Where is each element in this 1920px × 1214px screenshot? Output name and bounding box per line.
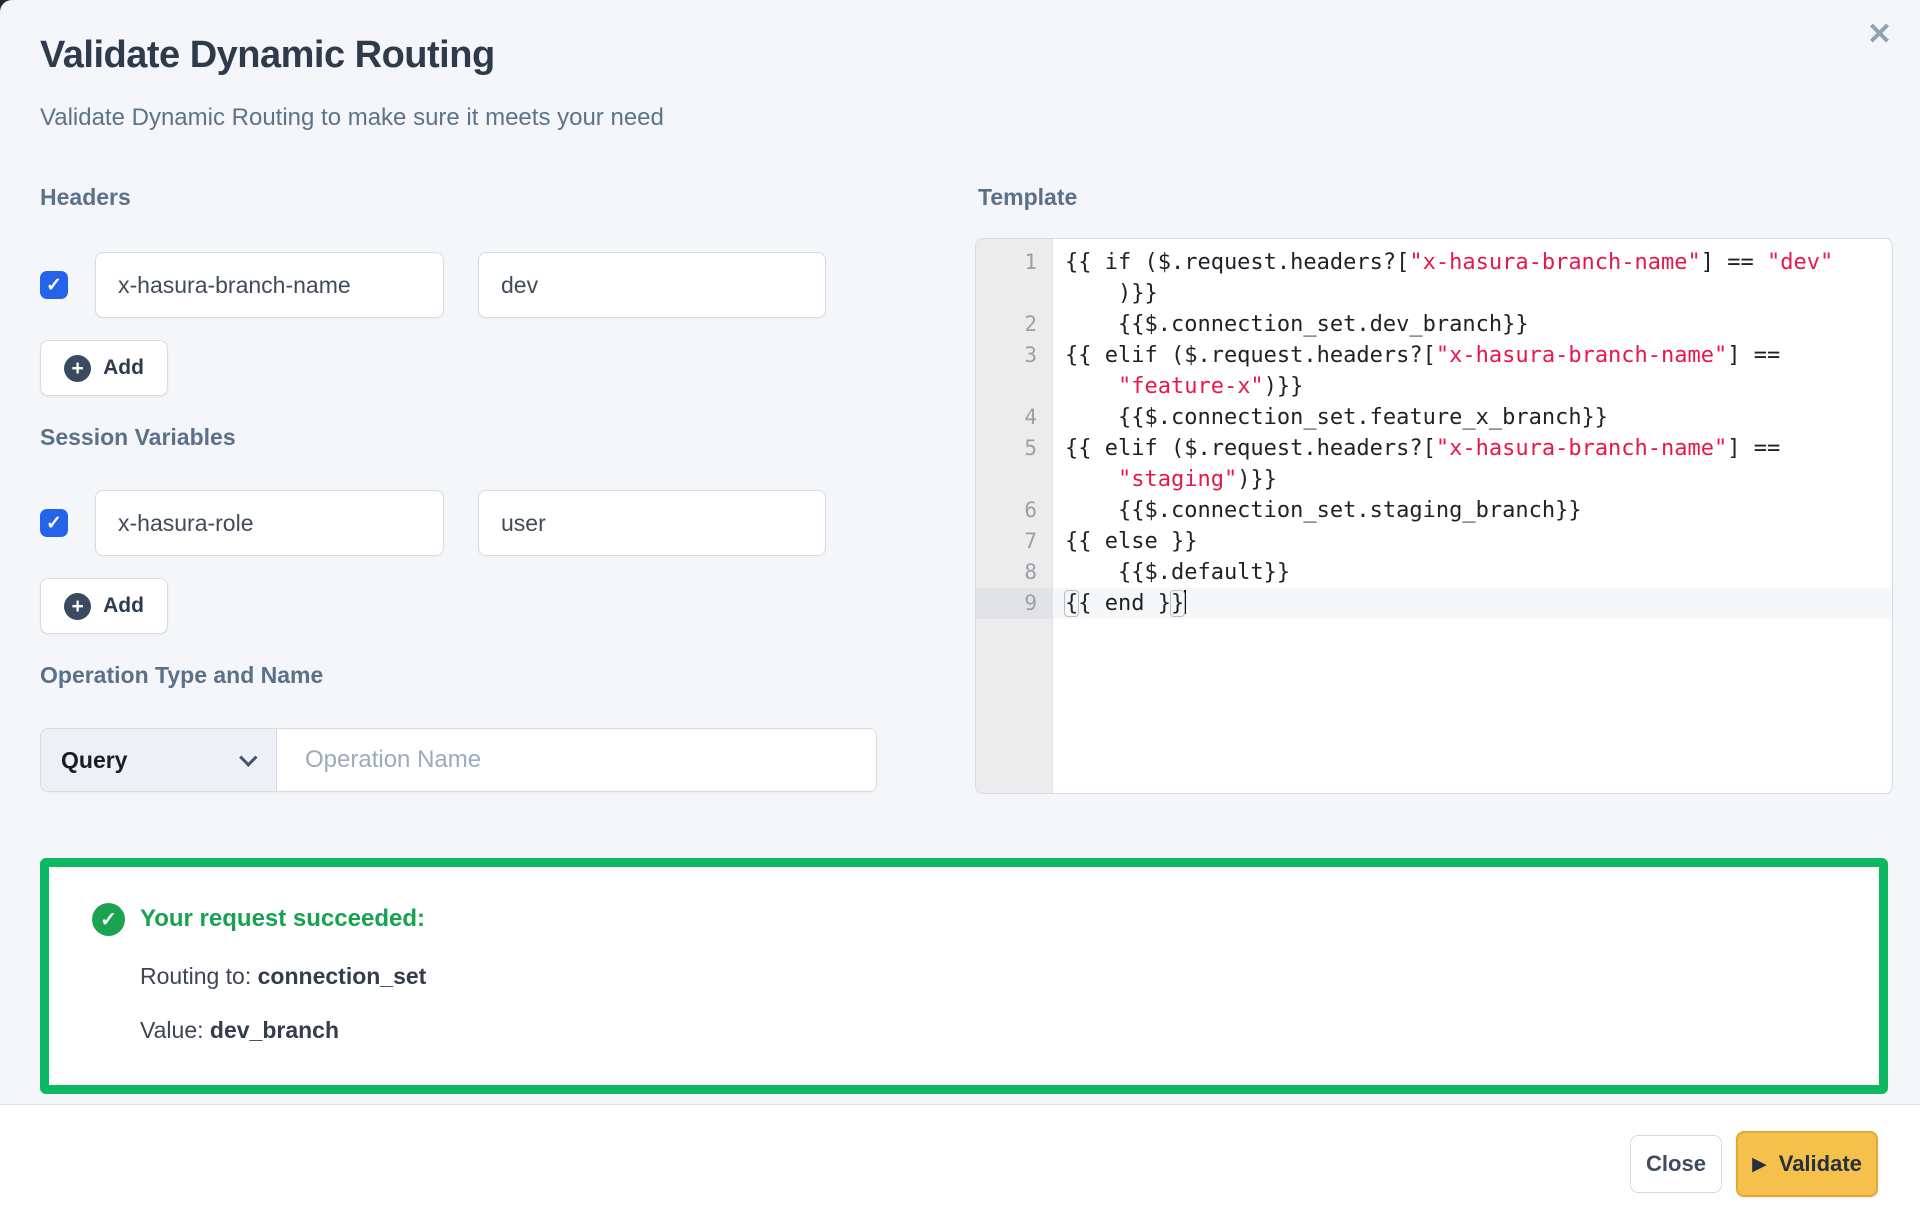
code-text: {{$.connection_set.feature_x_branch}} [1065,405,1609,430]
session-variable-key-input[interactable] [95,490,444,556]
code-text: {{$.connection_set.dev_branch}} [1065,312,1529,337]
result-routing-line: Routing to: connection_set [140,963,426,990]
code-line: )}} [976,278,1892,309]
editor-gutter [976,239,1053,793]
operation-type-select[interactable]: Query [41,729,277,791]
page-title: Validate Dynamic Routing [40,34,495,76]
code-line: 4 {{$.connection_set.feature_x_branch}} [976,402,1892,433]
operation-name-input[interactable] [277,729,876,791]
success-check-icon: ✓ [92,903,125,936]
operation-input-group: Query [40,728,877,792]
code-line: 1 {{ if ($.request.headers?["x-hasura-bra… [976,247,1892,278]
chevron-down-icon [239,747,258,767]
code-line: 6 {{$.connection_set.staging_branch}} [976,495,1892,526]
code-text: {{ elif ($.request.headers?["x-hasura-br… [1065,436,1781,461]
code-line: "staging")}} [976,464,1892,495]
line-number: 6 [1024,498,1037,522]
session-variable-value-input[interactable] [478,490,826,556]
page-subtitle: Validate Dynamic Routing to make sure it… [40,104,664,131]
code-text: {{$.default}} [1065,560,1291,585]
plus-circle-icon: + [64,592,92,620]
headers-section-label: Headers [40,184,131,210]
line-number [976,371,1053,402]
add-header-label: Add [103,356,144,379]
add-header-button[interactable]: + Add [40,340,168,396]
code-rows: 1 {{ if ($.request.headers?["x-hasura-bra… [976,247,1892,619]
code-text: {{ elif ($.request.headers?["x-hasura-br… [1065,343,1781,368]
template-code-editor[interactable]: 1 {{ if ($.request.headers?["x-hasura-bra… [975,238,1893,794]
code-text: "staging")}} [1117,467,1277,492]
code-text: {{ if ($.request.headers?["x-hasura-bran… [1065,250,1834,275]
validation-result-box: ✓ Your request succeeded: Routing to: co… [40,858,1888,1094]
add-session-variable-label: Add [103,594,144,617]
header-value-input[interactable] [478,252,826,318]
close-icon[interactable]: ✕ [1866,18,1892,51]
checkmark-icon: ✓ [46,512,62,534]
code-line: 8 {{$.default}} [976,557,1892,588]
line-number: 7 [1024,529,1037,553]
code-line: "feature-x")}} [976,371,1892,402]
text-cursor [1184,590,1187,614]
routing-label: Routing to: [140,963,258,989]
code-line: 9 {{ end }} [976,588,1892,619]
operation-type-selected: Query [61,746,128,773]
result-value-line: Value: dev_branch [140,1017,339,1044]
line-number: 8 [1024,560,1037,584]
operation-section-label: Operation Type and Name [40,662,324,688]
result-heading: Your request succeeded: [140,905,425,932]
line-number: 4 [1024,405,1037,429]
add-session-variable-button[interactable]: + Add [40,578,168,634]
line-number: 3 [1024,343,1037,367]
code-line: 7 {{ else }} [976,526,1892,557]
routing-value: connection_set [257,963,427,989]
session-variable-checkbox[interactable]: ✓ [40,509,68,537]
line-number: 5 [1024,436,1037,460]
validate-button[interactable]: ▶ Validate [1736,1131,1878,1197]
code-text: {{ end }} [1063,590,1187,617]
checkmark-icon: ✓ [46,274,62,296]
line-number [976,464,1053,495]
value-value: dev_branch [209,1017,340,1043]
code-text: {{ else }} [1065,529,1198,554]
line-number: 2 [1024,312,1037,336]
code-line: 5 {{ elif ($.request.headers?["x-hasura-b… [976,433,1892,464]
close-button[interactable]: Close [1630,1135,1722,1193]
code-text: )}} [1065,281,1158,306]
line-number [976,278,1053,309]
code-text: {{$.connection_set.staging_branch}} [1065,498,1582,523]
line-number: 9 [976,588,1053,619]
header-row-checkbox[interactable]: ✓ [40,271,68,299]
session-variables-section-label: Session Variables [40,424,236,450]
code-text: "feature-x")}} [1117,374,1304,399]
template-section-label: Template [978,184,1078,210]
validate-button-label: Validate [1778,1151,1862,1176]
play-icon: ▶ [1752,1153,1767,1175]
line-number: 1 [1024,250,1037,274]
value-label: Value: [140,1017,210,1043]
header-key-input[interactable] [95,252,444,318]
modal-footer: Close ▶ Validate [0,1104,1920,1214]
plus-circle-icon: + [64,354,92,382]
code-line: 3 {{ elif ($.request.headers?["x-hasura-b… [976,340,1892,371]
code-line: 2 {{$.connection_set.dev_branch}} [976,309,1892,340]
